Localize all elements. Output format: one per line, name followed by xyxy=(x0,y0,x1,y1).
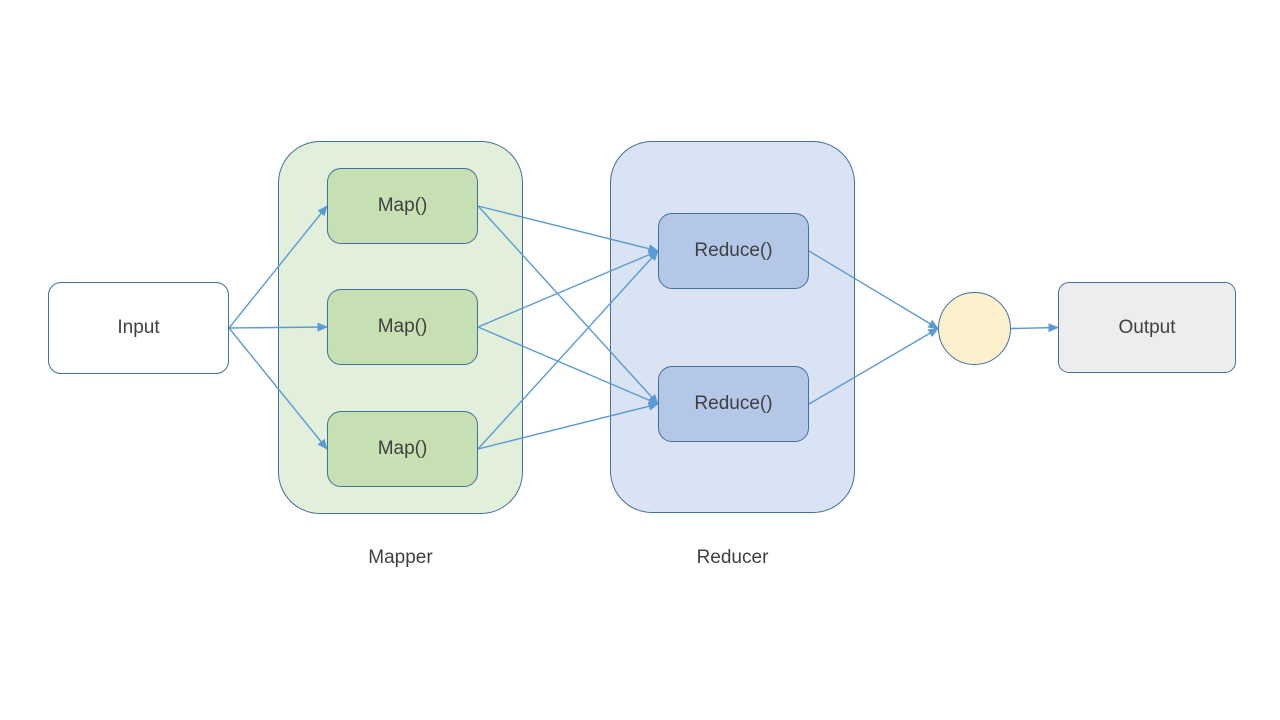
merge-circle-node xyxy=(938,292,1011,365)
map2-node: Map() xyxy=(327,289,478,365)
reduce1-node: Reduce() xyxy=(658,213,809,289)
output-node: Output xyxy=(1058,282,1236,373)
mapper-group-label: Mapper xyxy=(368,547,433,568)
reduce2-label: Reduce() xyxy=(694,393,773,414)
map1-label: Map() xyxy=(377,195,428,216)
output-label: Output xyxy=(1118,316,1176,338)
map2-label: Map() xyxy=(377,316,428,337)
input-label: Input xyxy=(117,317,160,338)
map3-label: Map() xyxy=(377,438,428,459)
reduce2-node: Reduce() xyxy=(658,366,809,442)
reducer-group-container xyxy=(610,141,855,513)
reduce1-label: Reduce() xyxy=(694,240,773,261)
input-node: Input xyxy=(48,282,229,374)
map1-node: Map() xyxy=(327,168,478,244)
reducer-group-label: Reducer xyxy=(696,547,769,568)
map3-node: Map() xyxy=(327,411,478,487)
